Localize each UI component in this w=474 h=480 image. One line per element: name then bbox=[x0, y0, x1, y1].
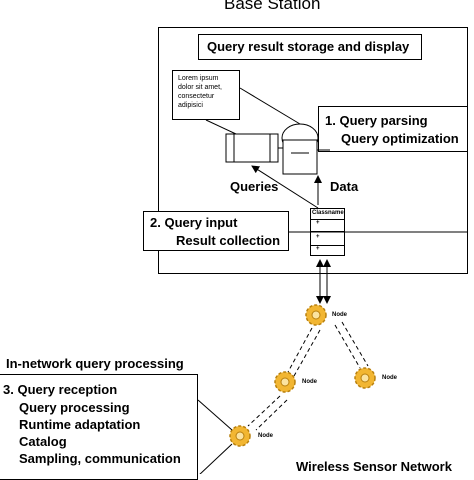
classname-row-3: + bbox=[316, 246, 320, 252]
node-bottom-label: Node bbox=[258, 433, 273, 439]
in-network-line-2: Query processing bbox=[19, 400, 130, 415]
parsing-line-2: Query optimization bbox=[341, 131, 459, 146]
parsing-box: 1. Query parsing Query optimization bbox=[318, 106, 468, 152]
queries-arrow bbox=[251, 165, 319, 209]
display-icon bbox=[281, 123, 319, 175]
classname-row-2: + bbox=[316, 234, 320, 240]
in-network-line-1: 3. Query reception bbox=[3, 382, 118, 397]
lorem-line-4: adipisici bbox=[178, 102, 203, 109]
node-middle-left bbox=[274, 371, 296, 393]
storage-label: Query result storage and display bbox=[207, 39, 410, 54]
parsing-line-1: 1. Query parsing bbox=[325, 113, 428, 128]
radio-links bbox=[247, 321, 369, 431]
queries-label: Queries bbox=[230, 179, 279, 194]
note-connector bbox=[205, 119, 237, 135]
in-network-line-4: Catalog bbox=[19, 434, 67, 449]
node-middle-right bbox=[354, 367, 376, 389]
node-middle-right-label: Node bbox=[382, 375, 397, 381]
data-label: Data bbox=[330, 179, 359, 194]
classname-divider-1 bbox=[311, 219, 344, 220]
box-node-link-2 bbox=[197, 399, 233, 431]
classname-divider-3 bbox=[311, 245, 344, 246]
storage-box: Query result storage and display bbox=[198, 34, 422, 60]
in-network-line-3: Runtime adaptation bbox=[19, 417, 141, 432]
node-bottom bbox=[229, 425, 251, 447]
lorem-line-3: consectetur bbox=[178, 93, 215, 100]
query-input-box: 2. Query input Result collection bbox=[143, 211, 289, 251]
note-link bbox=[239, 87, 301, 125]
box-node-link-1 bbox=[199, 443, 233, 474]
node-top bbox=[305, 304, 327, 326]
wsn-label: Wireless Sensor Network bbox=[296, 459, 452, 474]
in-network-box: 3. Query reception Query processing Runt… bbox=[0, 374, 198, 480]
query-input-line-1: 2. Query input bbox=[150, 215, 238, 230]
classname-row-1: + bbox=[316, 220, 320, 226]
base-station-title: Base Station bbox=[224, 0, 321, 13]
node-top-label: Node bbox=[332, 312, 347, 318]
component-icon bbox=[225, 133, 279, 163]
lorem-line-2: dolor sit amet, bbox=[178, 84, 222, 91]
classname-title: Classname bbox=[312, 210, 344, 216]
lorem-line-1: Lorem ipsum bbox=[178, 75, 219, 82]
in-network-line-5: Sampling, communication bbox=[19, 451, 181, 466]
in-network-heading: In-network query processing bbox=[6, 356, 184, 371]
lorem-note: Lorem ipsum dolor sit amet, consectetur … bbox=[172, 70, 240, 120]
node-middle-left-label: Node bbox=[302, 379, 317, 385]
query-input-line-2: Result collection bbox=[176, 233, 281, 248]
